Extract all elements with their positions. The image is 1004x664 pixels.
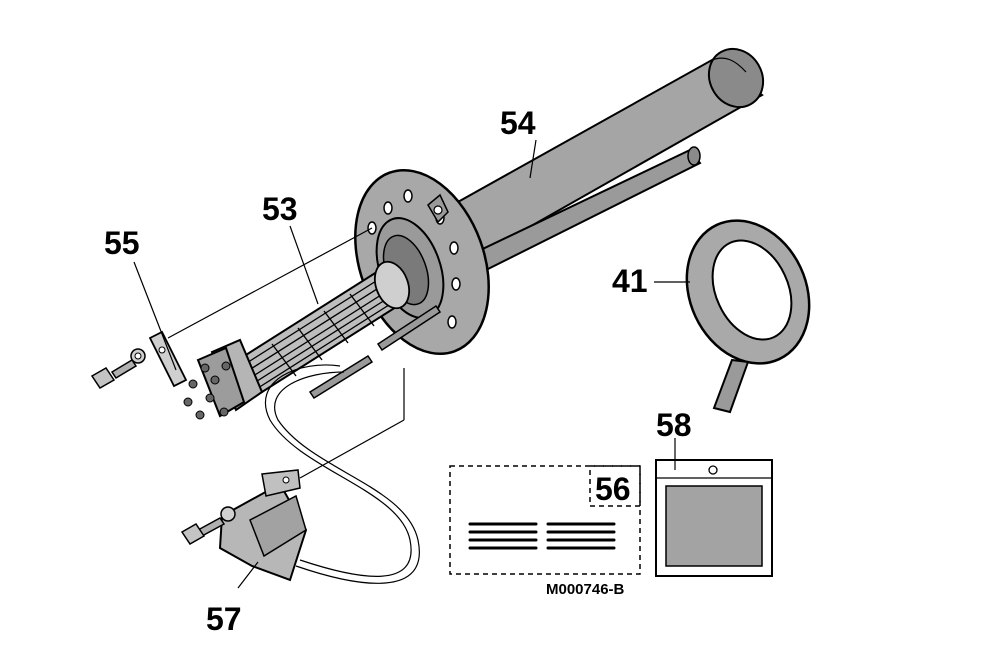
callout-58: 58 [656,407,692,443]
callout-53: 53 [262,191,298,227]
part-41-ring-gasket[interactable] [664,200,832,414]
drawing-reference: M000746-B [546,581,625,598]
callout-41: 41 [612,263,648,299]
callout-56: 56 [595,471,631,507]
part-54-sheath[interactable] [331,39,773,372]
callout-57: 57 [206,601,242,637]
part-57-thermostat-cover[interactable] [180,364,420,584]
part-56-kit-box[interactable] [449,465,641,575]
leader-lines [133,139,690,589]
part-53-heating-element[interactable] [183,257,442,420]
part-55-bracket[interactable] [90,330,188,389]
callout-55: 55 [104,225,140,261]
callout-54: 54 [500,105,536,141]
part-58-kit-bag[interactable] [655,459,773,577]
